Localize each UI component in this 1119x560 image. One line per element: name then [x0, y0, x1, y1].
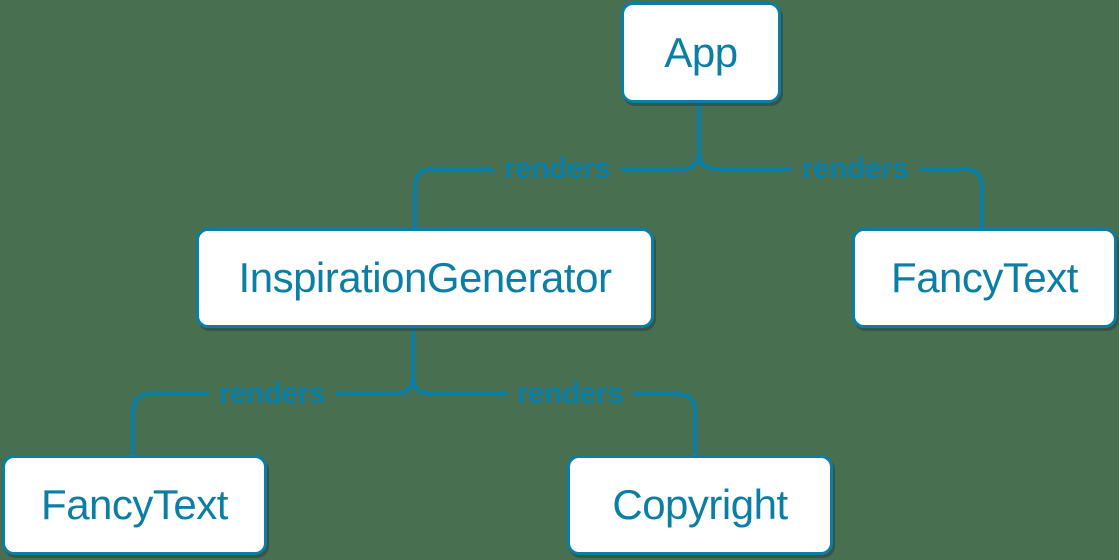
node-inspiration-generator-label: InspirationGenerator	[238, 254, 612, 301]
node-fancytext-bottom: FancyText	[2, 455, 267, 555]
node-app-label: App	[664, 28, 738, 76]
node-inspiration-generator: InspirationGenerator	[196, 228, 654, 328]
edge-label-renders-app-inspirationgenerator: renders	[493, 152, 621, 186]
node-copyright-label: Copyright	[612, 481, 788, 528]
edge-label-renders-inspirationgenerator-copyright: renders	[506, 377, 634, 411]
edge-label-renders-app-fancytext: renders	[791, 152, 919, 186]
edge-label-renders-inspirationgenerator-fancytext: renders	[208, 377, 336, 411]
node-fancytext-top-label: FancyText	[891, 254, 1078, 301]
node-app: App	[621, 2, 781, 103]
node-fancytext-top: FancyText	[852, 228, 1117, 328]
node-fancytext-bottom-label: FancyText	[41, 481, 228, 528]
node-copyright: Copyright	[567, 455, 833, 555]
